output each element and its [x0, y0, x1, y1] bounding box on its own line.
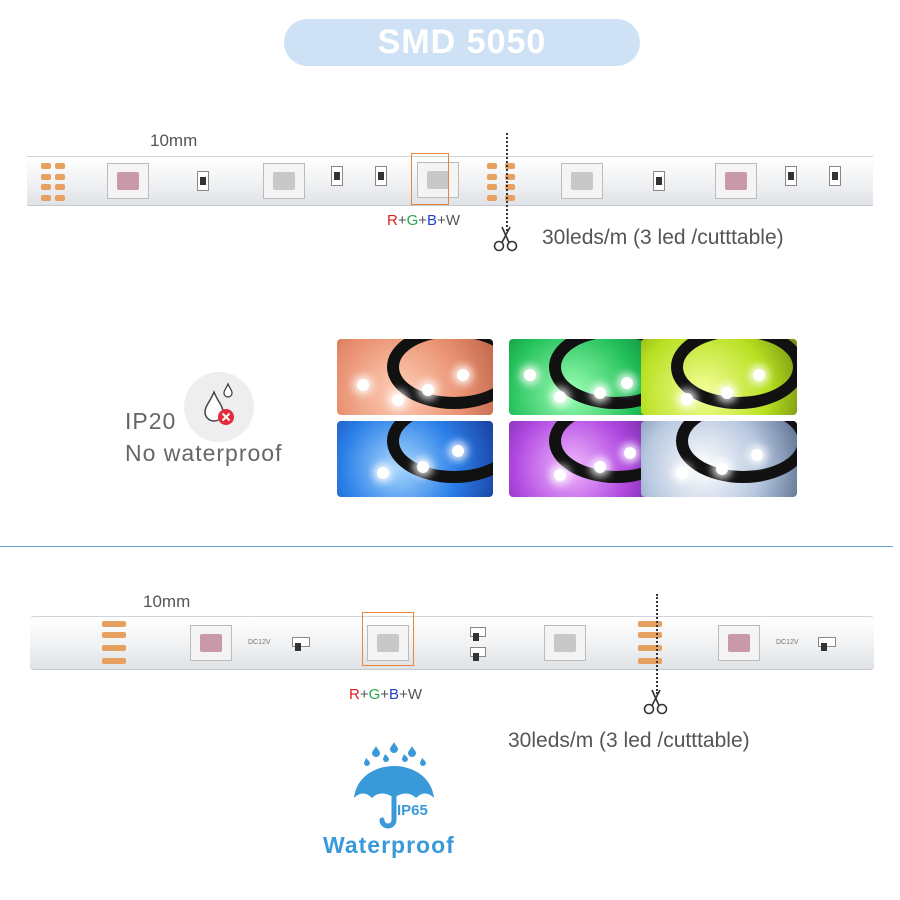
rgbw-plus: + — [399, 686, 408, 703]
led-chip — [715, 163, 757, 199]
solder-pad — [505, 184, 515, 190]
led-highlight-box — [411, 153, 449, 205]
rgbw-label: R+G+B+W — [387, 212, 460, 229]
solder-pad — [487, 184, 497, 190]
rgbw-w: W — [445, 212, 460, 229]
solder-pad — [505, 195, 515, 201]
rgbw-r: R — [349, 686, 360, 703]
bottom-spec-label: 30leds/m (3 led /cutttable) — [508, 729, 750, 752]
rgbw-g: G — [368, 686, 381, 703]
solder-pad — [102, 621, 126, 627]
led-chip — [417, 162, 459, 198]
led-chip — [561, 163, 603, 199]
solder-pad — [55, 184, 65, 190]
cut-line — [656, 594, 658, 694]
resistor — [829, 166, 841, 186]
rgbw-b: B — [427, 212, 438, 229]
led-chip — [190, 625, 232, 661]
solder-pad — [487, 163, 497, 169]
resistor — [375, 166, 387, 186]
led-chip — [107, 163, 149, 199]
rgbw-label: R+G+B+W — [349, 686, 422, 703]
solder-pad — [41, 184, 51, 190]
resistor — [470, 647, 486, 661]
resistor — [653, 171, 665, 191]
rgbw-plus: + — [397, 212, 407, 229]
solder-pad — [55, 195, 65, 201]
resistor — [470, 627, 486, 641]
color-swatch-warm — [337, 339, 493, 415]
rgbw-plus: + — [380, 686, 390, 703]
cut-line — [506, 133, 508, 231]
top-width-label: 10mm — [150, 131, 198, 150]
bottom-width-label: 10mm — [143, 592, 191, 611]
scissors-icon — [493, 226, 518, 252]
solder-pad — [102, 658, 126, 664]
led-strip-ip20 — [27, 156, 873, 206]
led-highlight-box — [362, 612, 414, 666]
resistor — [818, 637, 836, 651]
rgbw-plus: + — [359, 686, 369, 703]
resistor — [785, 166, 797, 186]
scissors-icon — [643, 689, 668, 715]
led-strip-ip65: DC12V DC12V — [30, 616, 874, 670]
solder-pad — [487, 174, 497, 180]
solder-pad — [41, 195, 51, 201]
page-title: SMD 5050 — [377, 23, 547, 61]
solder-pad — [41, 174, 51, 180]
ip20-icon — [184, 372, 254, 442]
ip65-desc: Waterproof — [323, 832, 455, 858]
resistor — [197, 171, 209, 191]
dc-label: DC12V — [248, 639, 271, 646]
solder-pad — [55, 174, 65, 180]
title-banner: SMD 5050 — [284, 19, 640, 66]
solder-pad — [505, 163, 515, 169]
solder-pad — [487, 195, 497, 201]
rgbw-r: R — [387, 212, 398, 229]
solder-pad — [638, 632, 662, 638]
solder-pad — [55, 163, 65, 169]
solder-pad — [41, 163, 51, 169]
dc-label: DC12V — [776, 639, 799, 646]
solder-pad — [102, 645, 126, 651]
rgbw-plus: + — [437, 212, 446, 229]
ip20-rating: IP20 — [125, 408, 177, 434]
solder-pad — [638, 658, 662, 664]
color-swatch-green — [509, 339, 665, 415]
solder-pad — [102, 632, 126, 638]
color-swatch-cool-white — [641, 421, 797, 497]
ip65-rating: IP65 — [397, 802, 428, 819]
resistor — [331, 166, 343, 186]
color-swatch-blue — [337, 421, 493, 497]
rgbw-plus: + — [418, 212, 428, 229]
rgbw-w: W — [407, 686, 422, 703]
top-spec-label: 30leds/m (3 led /cutttable) — [542, 226, 784, 249]
led-chip — [263, 163, 305, 199]
led-chip — [718, 625, 760, 661]
solder-pad — [638, 621, 662, 627]
resistor — [292, 637, 310, 651]
led-chip — [367, 625, 409, 661]
color-swatch-purple — [509, 421, 665, 497]
rgbw-g: G — [406, 212, 419, 229]
ip20-desc: No waterproof — [125, 440, 283, 466]
section-divider — [0, 546, 893, 547]
solder-pad — [505, 174, 515, 180]
led-chip — [544, 625, 586, 661]
rgbw-b: B — [389, 686, 400, 703]
solder-pad — [638, 645, 662, 651]
umbrella-rain-icon — [354, 742, 434, 829]
color-swatch-yellow-green — [641, 339, 797, 415]
